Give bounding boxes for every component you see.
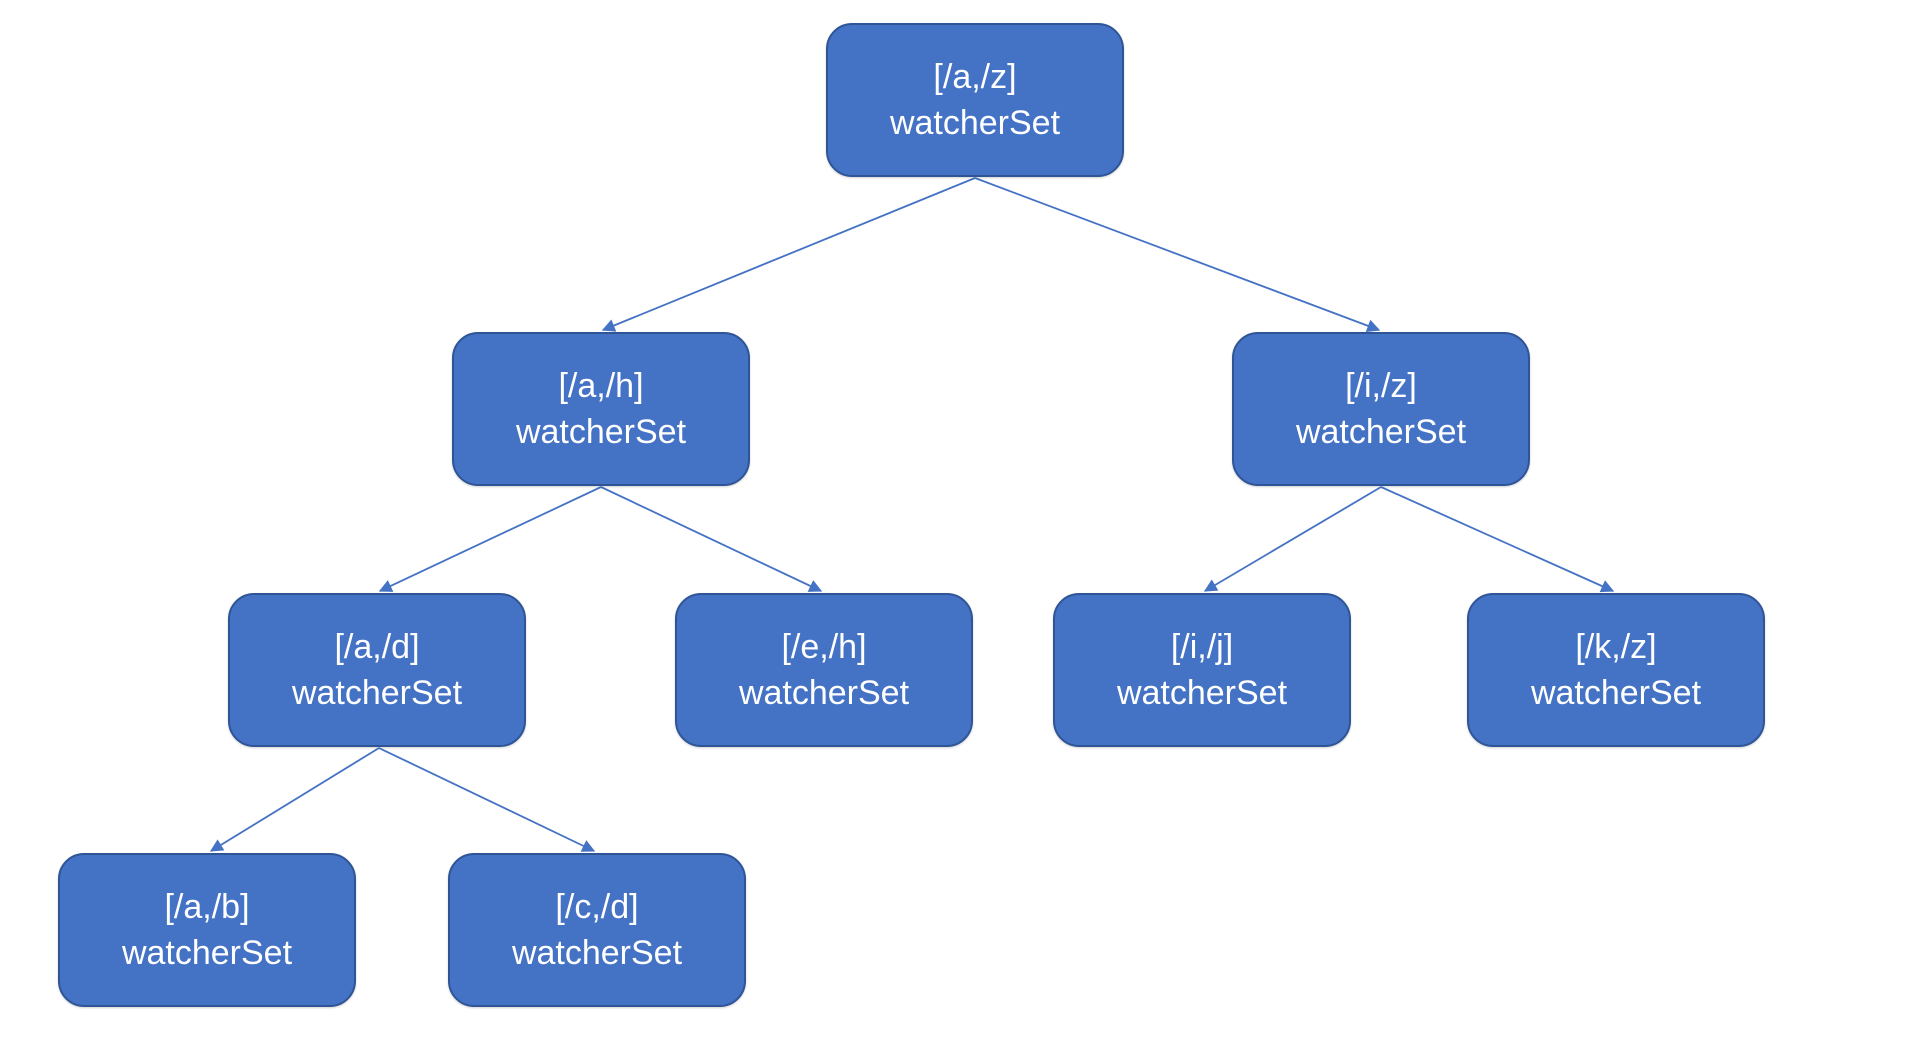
node-range: [/a,/z]: [933, 58, 1017, 96]
edge-a-d-to-a-b: [209, 747, 380, 852]
node-range: [/c,/d]: [555, 888, 639, 926]
edge-i-z-to-k-z: [1380, 486, 1615, 593]
node-range: [/k,/z]: [1575, 628, 1657, 666]
node-i-z: [/i,/z] watcherSet: [1232, 332, 1530, 486]
node-a-d: [/a,/d] watcherSet: [228, 593, 526, 747]
node-label: watcherSet: [515, 413, 687, 451]
edge-a-z-to-a-h: [601, 177, 976, 332]
node-label: watcherSet: [889, 104, 1061, 142]
edge-a-z-to-i-z: [974, 177, 1381, 332]
node-label: watcherSet: [511, 934, 683, 972]
node-range: [/i,/z]: [1345, 367, 1417, 405]
node-c-d: [/c,/d] watcherSet: [448, 853, 746, 1007]
edge-a-h-to-a-d: [378, 486, 602, 592]
edge-a-d-to-c-d: [378, 747, 596, 852]
node-range: [/a,/h]: [558, 367, 644, 405]
node-i-j: [/i,/j] watcherSet: [1053, 593, 1351, 747]
node-label: watcherSet: [121, 934, 293, 972]
node-label: watcherSet: [1530, 674, 1702, 712]
edge-a-h-to-e-h: [600, 486, 823, 592]
edge-i-z-to-i-j: [1203, 486, 1382, 592]
node-a-b: [/a,/b] watcherSet: [58, 853, 356, 1007]
node-range: [/i,/j]: [1170, 628, 1234, 666]
node-a-z: [/a,/z] watcherSet: [826, 23, 1124, 177]
node-range: [/a,/b]: [164, 888, 250, 926]
node-k-z: [/k,/z] watcherSet: [1467, 593, 1765, 747]
node-label: watcherSet: [291, 674, 463, 712]
node-range: [/a,/d]: [334, 628, 420, 666]
node-e-h: [/e,/h] watcherSet: [675, 593, 973, 747]
node-label: watcherSet: [1116, 674, 1288, 712]
node-label: watcherSet: [738, 674, 910, 712]
node-label: watcherSet: [1295, 413, 1467, 451]
node-a-h: [/a,/h] watcherSet: [452, 332, 750, 486]
node-range: [/e,/h]: [781, 628, 867, 666]
